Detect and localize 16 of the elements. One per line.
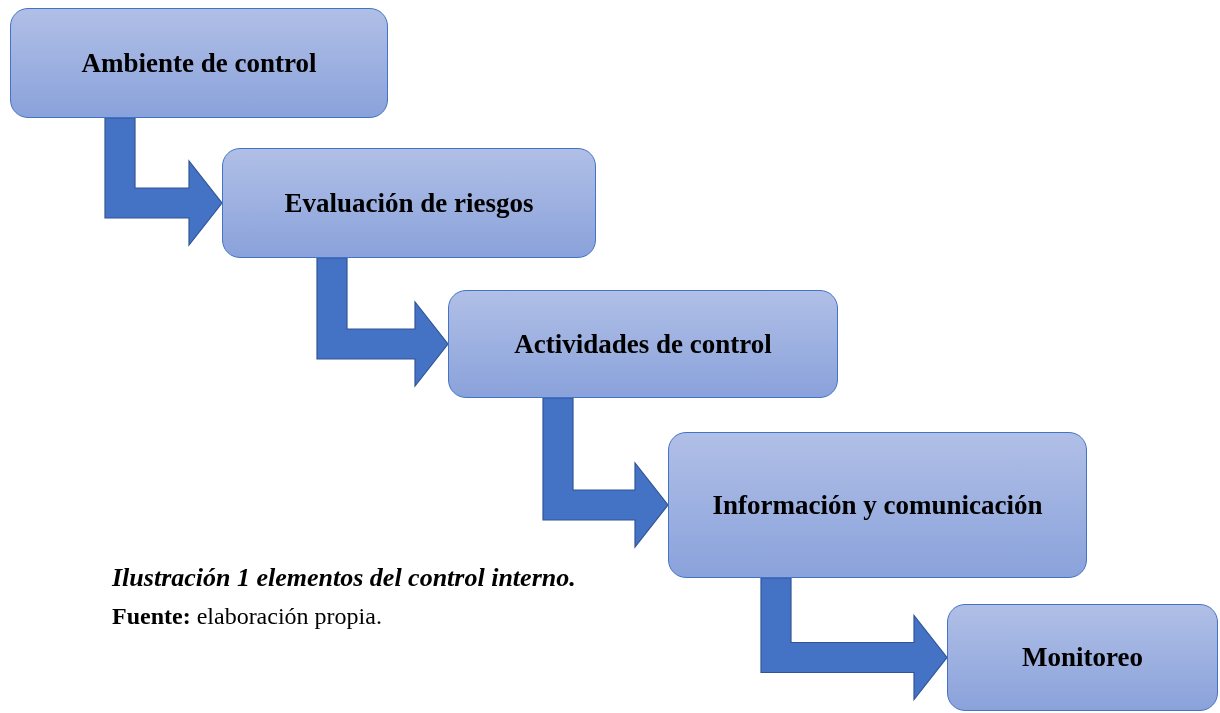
box-label: Información y comunicación bbox=[711, 488, 1044, 522]
box-label: Actividades de control bbox=[513, 327, 773, 361]
process-box bbox=[668, 432, 1087, 578]
figure-caption: Ilustración 1 elementos del control interno. bbox=[112, 563, 576, 593]
elbow-arrow bbox=[760, 577, 948, 702]
source-note: Fuente: elaboración propia. bbox=[112, 603, 382, 630]
box-label: Ambiente de control bbox=[80, 46, 318, 80]
process-box bbox=[222, 148, 596, 258]
process-box bbox=[448, 290, 838, 398]
process-box bbox=[947, 604, 1218, 711]
elbow-arrow bbox=[542, 397, 669, 549]
box-label: Monitoreo bbox=[1021, 641, 1144, 674]
process-box bbox=[10, 8, 388, 118]
elbow-arrow bbox=[316, 257, 449, 388]
box-label: Evaluación de riesgos bbox=[283, 186, 535, 220]
elbow-arrow bbox=[104, 117, 223, 247]
